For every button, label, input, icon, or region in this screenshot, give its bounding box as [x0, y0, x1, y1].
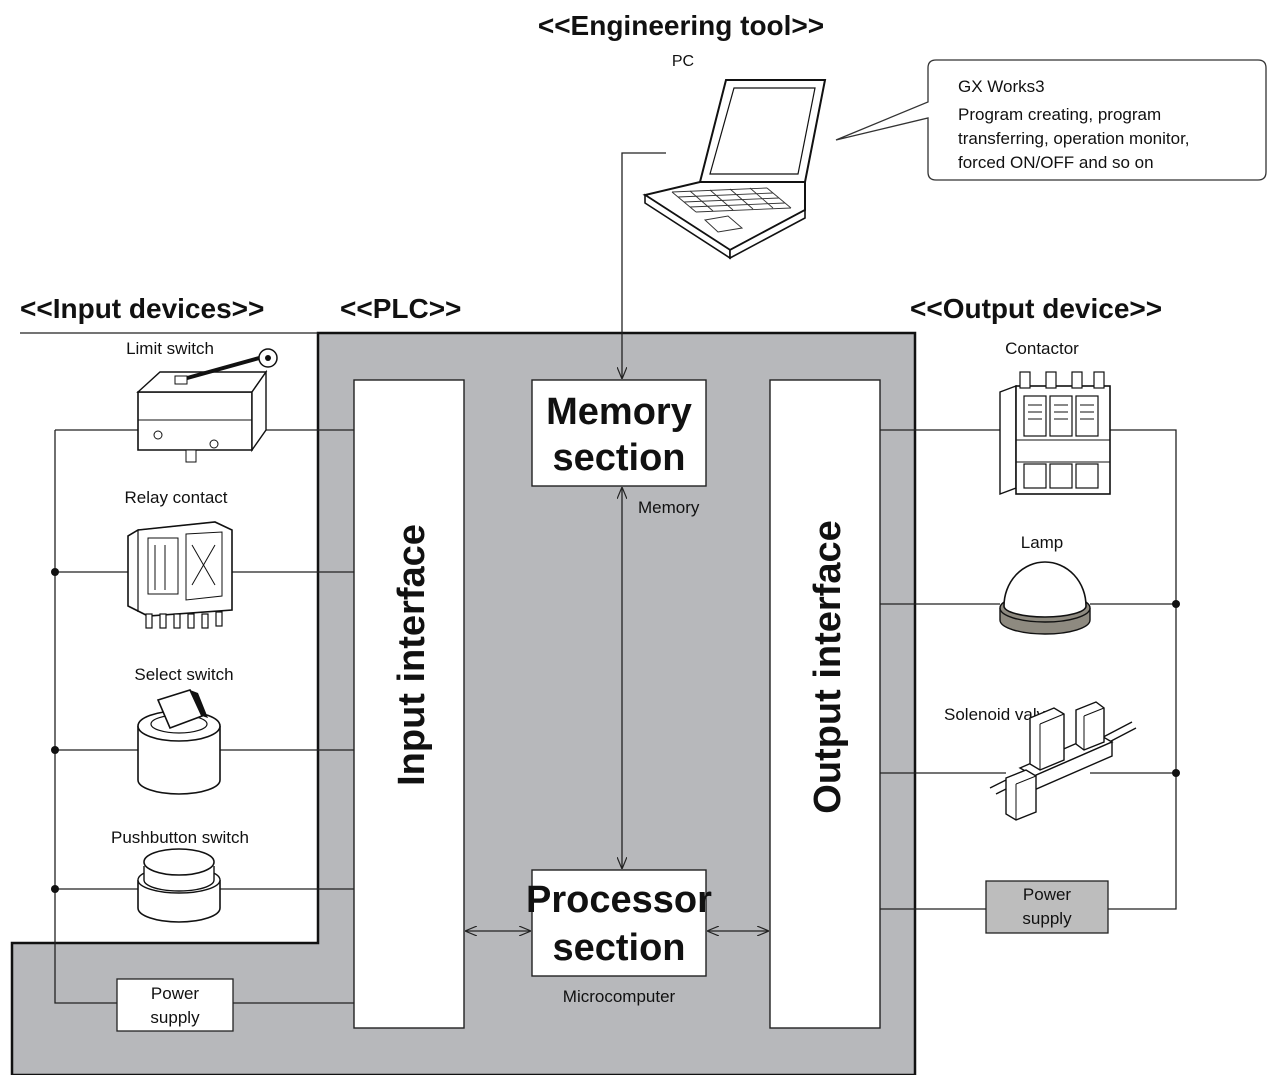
callout-line-1: Program creating, program	[958, 105, 1161, 124]
pc-memory-link	[622, 152, 666, 378]
input-interface-label: Input interface	[391, 524, 433, 786]
memory-section-title-1: Memory	[546, 391, 692, 433]
contactor-icon	[999, 371, 1111, 496]
heading-output-device: <<Output device>>	[910, 293, 1162, 324]
input-power-supply-block	[116, 978, 234, 1032]
memory-caption: Memory	[638, 498, 700, 517]
select-switch-label: Select switch	[134, 665, 233, 684]
output-wiring	[880, 429, 1180, 910]
processor-section-title-1: Processor	[526, 879, 712, 921]
heading-plc: <<PLC>>	[340, 293, 461, 324]
pushbutton-switch-icon	[137, 848, 221, 923]
output-interface-block	[769, 379, 881, 1029]
contactor-label: Contactor	[1005, 339, 1079, 358]
processor-caption: Microcomputer	[563, 987, 676, 1006]
input-wiring	[51, 429, 354, 1004]
lamp-icon	[999, 561, 1091, 635]
output-power-supply-label-2: supply	[1022, 909, 1072, 928]
relay-contact-icon	[127, 521, 233, 629]
callout-title: GX Works3	[958, 77, 1045, 96]
limit-switch-label: Limit switch	[126, 339, 214, 358]
processor-section-block	[531, 869, 707, 977]
laptop-icon	[642, 79, 827, 260]
processor-section-title-2: section	[552, 927, 685, 969]
output-power-supply-label-1: Power	[1023, 885, 1072, 904]
pc-callout	[835, 59, 1267, 181]
input-power-supply-label-2: supply	[150, 1008, 200, 1027]
input-interface-block	[353, 379, 465, 1029]
memory-section-title-2: section	[552, 437, 685, 479]
pushbutton-switch-label: Pushbutton switch	[111, 828, 249, 847]
solenoid-valve-label: Solenoid valve	[944, 705, 1055, 724]
output-interface-label: Output interface	[807, 520, 849, 813]
memory-section-block	[531, 379, 707, 487]
relay-contact-label: Relay contact	[125, 488, 228, 507]
limit-switch-icon	[136, 348, 278, 463]
callout-line-2: transferring, operation monitor,	[958, 129, 1190, 148]
callout-line-3: forced ON/OFF and so on	[958, 153, 1154, 172]
solenoid-valve-icon	[989, 701, 1137, 821]
lamp-label: Lamp	[1021, 533, 1064, 552]
select-switch-icon	[137, 689, 221, 795]
heading-engineering-tool: <<Engineering tool>>	[538, 10, 824, 41]
pc-label: PC	[672, 53, 694, 70]
output-power-supply-block	[985, 880, 1109, 934]
heading-input-devices: <<Input devices>>	[20, 293, 264, 324]
input-power-supply-label-1: Power	[151, 984, 200, 1003]
